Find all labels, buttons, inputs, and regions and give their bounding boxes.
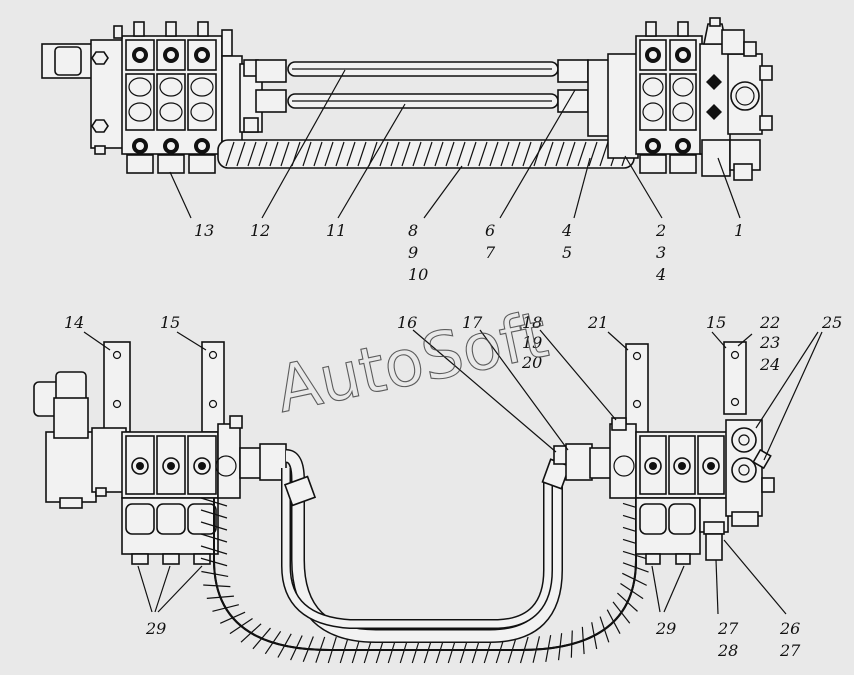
right-inlet-block [699,17,773,181]
left-valve-sections [113,21,233,174]
left-valve-sections-bottom [121,415,243,565]
callout-21: 21 [587,313,608,332]
callout-28: 28 [717,641,738,660]
callout-25: 25 [821,313,842,332]
callout-29a: 29 [145,619,166,638]
right-valve-sections-bottom [609,417,729,565]
callout-3: 3 [656,243,666,262]
right-valve-sections [635,21,703,174]
callout-15a: 15 [160,313,180,332]
bracket-21 [625,343,649,437]
callout-22: 22 [759,313,780,332]
callout-11: 11 [326,221,346,240]
top-leader-lines [169,69,741,219]
callout-17: 17 [462,313,483,332]
top-view [41,17,773,219]
bottom-leader-lines [83,329,823,615]
callout-24: 24 [759,355,780,374]
callout-27a: 27 [717,619,739,638]
callout-2: 2 [655,221,666,240]
hydraulic-hoses-bottom [280,445,571,643]
right-inlet-block-bottom [725,419,775,527]
callout-23: 23 [759,333,780,352]
bracket-14 [103,341,131,433]
callout-4b: 4 [655,265,666,284]
callout-1: 1 [734,221,744,240]
callout-4: 4 [561,221,572,240]
callout-7: 7 [485,243,496,262]
callout-12: 12 [250,221,270,240]
callout-29b: 29 [655,619,676,638]
callout-18: 18 [522,313,542,332]
bracket-15-right [723,341,747,415]
callout-26: 26 [779,619,800,638]
pipes [255,59,589,113]
callout-20: 20 [521,353,542,372]
callout-9: 9 [408,243,418,262]
callout-13: 13 [194,221,214,240]
callout-6: 6 [485,221,495,240]
callout-19: 19 [522,333,542,352]
callout-14: 14 [64,313,84,332]
callout-27b: 27 [779,641,801,660]
bottom-view [33,329,823,664]
callout-10: 10 [408,265,428,284]
callout-16: 16 [397,313,417,332]
callout-5: 5 [562,243,572,262]
bracket-15-left [201,341,225,433]
spiral-hose-guard [217,139,635,169]
callout-15b: 15 [706,313,726,332]
callout-labels: 13 12 11 8 9 10 6 7 4 5 2 3 4 1 14 15 16… [64,221,842,660]
callout-8: 8 [408,221,418,240]
spiral-hose-bottom [200,497,650,664]
